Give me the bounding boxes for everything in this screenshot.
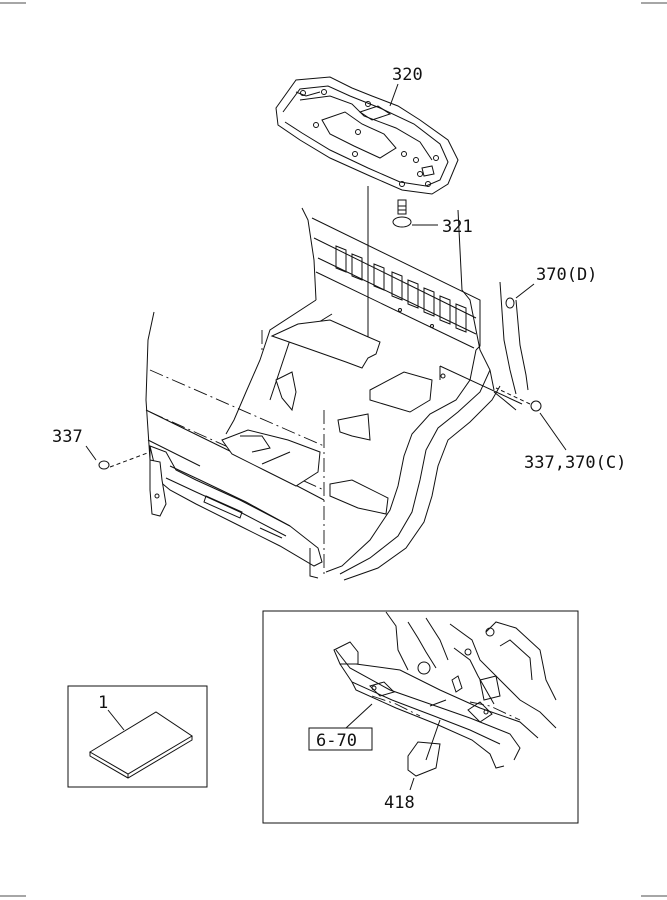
box-part-1 [67, 685, 208, 788]
leader-337 [85, 445, 97, 461]
part-1-manual [89, 711, 193, 779]
vehicle-floor-body [145, 207, 529, 581]
part-337-370c-plug [530, 400, 542, 412]
detail-front-member [333, 611, 557, 769]
reference-lines [149, 330, 325, 574]
callout-418: 418 [384, 793, 415, 813]
front-cross-member [149, 445, 323, 579]
callout-1: 1 [98, 693, 108, 713]
part-337-plug [98, 460, 110, 470]
leader-6-70 [345, 703, 373, 729]
part-320-floor-board [275, 76, 459, 195]
leader-418-a [409, 777, 415, 791]
callout-321: 321 [442, 217, 473, 237]
leader-320 [389, 83, 399, 107]
leader-370d [515, 283, 535, 299]
leader-418-b [425, 719, 441, 761]
leader-1 [107, 709, 125, 731]
part-321-clip [392, 199, 412, 228]
callout-337-370c: 337,370(C) [524, 453, 626, 473]
callout-320: 320 [392, 65, 423, 85]
part-418-insulator [407, 741, 441, 777]
leader-337-dash [109, 451, 151, 468]
part-370d-plug [505, 297, 515, 309]
ref-box-6-70 [308, 727, 373, 751]
floor-mats [221, 319, 433, 515]
callout-6-70: 6-70 [316, 731, 357, 751]
leader-370c-dash [495, 387, 531, 405]
leader-337-370c [539, 412, 567, 451]
callout-370d: 370(D) [536, 265, 597, 285]
box-detail-418 [262, 610, 579, 824]
callout-337: 337 [52, 427, 83, 447]
